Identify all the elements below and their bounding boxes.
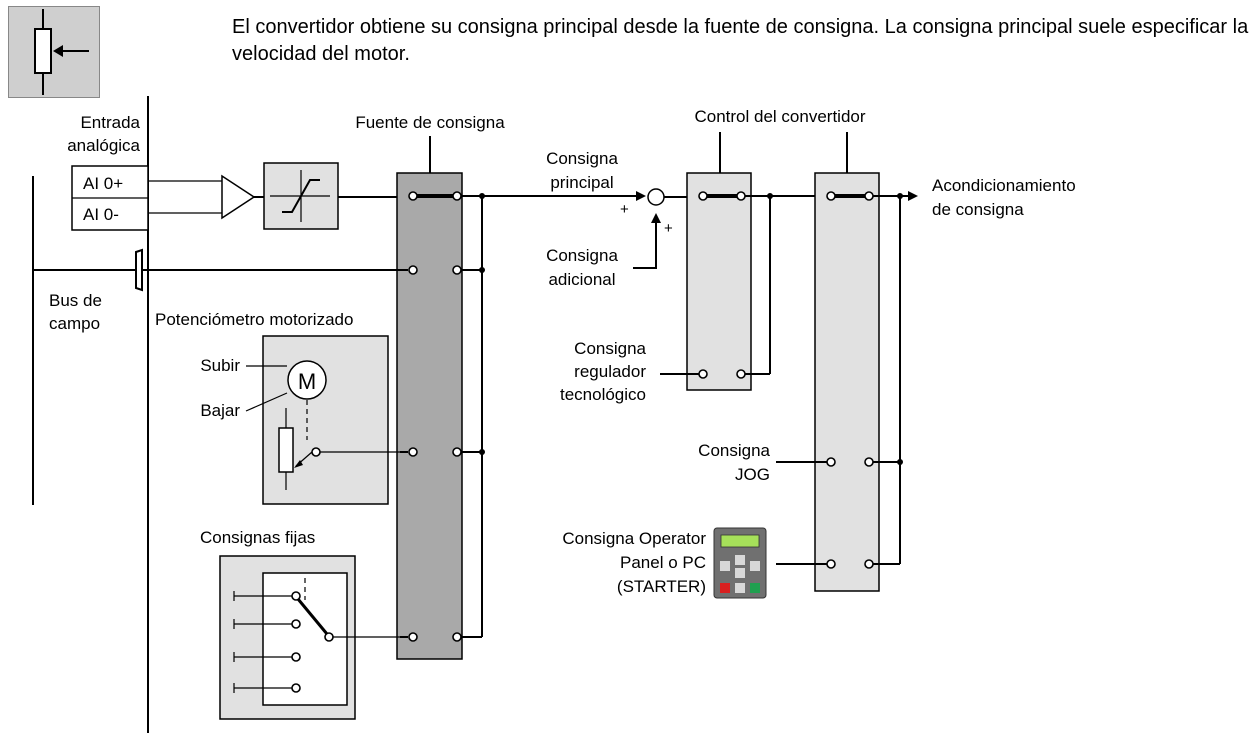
setpoint-source-switch — [396, 172, 463, 660]
op-panel-label-2: Panel o PC — [620, 553, 706, 572]
fixed-label: Consignas fijas — [200, 528, 315, 547]
output-label-2: de consigna — [932, 200, 1024, 219]
lower-label: Bajar — [200, 401, 240, 420]
control-label: Control del convertidor — [694, 107, 865, 126]
plus-add: + — [664, 220, 673, 237]
fieldbus-label-2: campo — [49, 314, 100, 333]
raise-label: Subir — [200, 356, 240, 375]
potentiometer-icon — [278, 408, 408, 490]
output-label-1: Acondicionamiento — [932, 176, 1076, 195]
motorized-potentiometer-box: Subir Bajar M — [200, 335, 408, 505]
fieldbus-connector — [135, 248, 143, 292]
op-panel-label-3: (STARTER) — [617, 577, 706, 596]
add-sp-label-2: adicional — [548, 270, 615, 289]
op-panel-label-1: Consigna Operator — [562, 529, 706, 548]
main-sp-label-1: Consigna — [546, 149, 618, 168]
ai-pos-label: AI 0+ — [83, 174, 123, 193]
motor-symbol — [287, 360, 327, 400]
main-sp-label-2: principal — [550, 173, 613, 192]
ramp-limiter-icon — [263, 162, 339, 230]
ai-neg-label: AI 0- — [83, 205, 119, 224]
amplifier-symbol — [221, 174, 256, 220]
motor-label: M — [298, 369, 316, 394]
intro-text: El convertidor obtiene su consigna princ… — [232, 16, 1249, 65]
analog-input-label-2: analógica — [67, 136, 140, 155]
converter-switch-1 — [686, 172, 752, 391]
tech-label-1: Consigna — [574, 339, 646, 358]
summing-junction — [647, 188, 665, 206]
mop-label: Potenciómetro motorizado — [155, 310, 353, 329]
operator-panel-icon — [713, 527, 767, 599]
add-sp-label-1: Consigna — [546, 246, 618, 265]
fixed-setpoints-box — [219, 555, 408, 720]
tech-label-2: regulador — [574, 362, 646, 381]
jog-label-1: Consigna — [698, 441, 770, 460]
tech-label-3: tecnológico — [560, 385, 646, 404]
analog-input-label-1: Entrada — [80, 113, 140, 132]
jog-label-2: JOG — [735, 465, 770, 484]
plus-main: + — [620, 201, 629, 218]
converter-switch-2 — [814, 172, 880, 592]
fieldbus-label-1: Bus de — [49, 291, 102, 310]
source-label: Fuente de consigna — [355, 113, 505, 132]
setpoint-input-icon — [8, 6, 100, 98]
